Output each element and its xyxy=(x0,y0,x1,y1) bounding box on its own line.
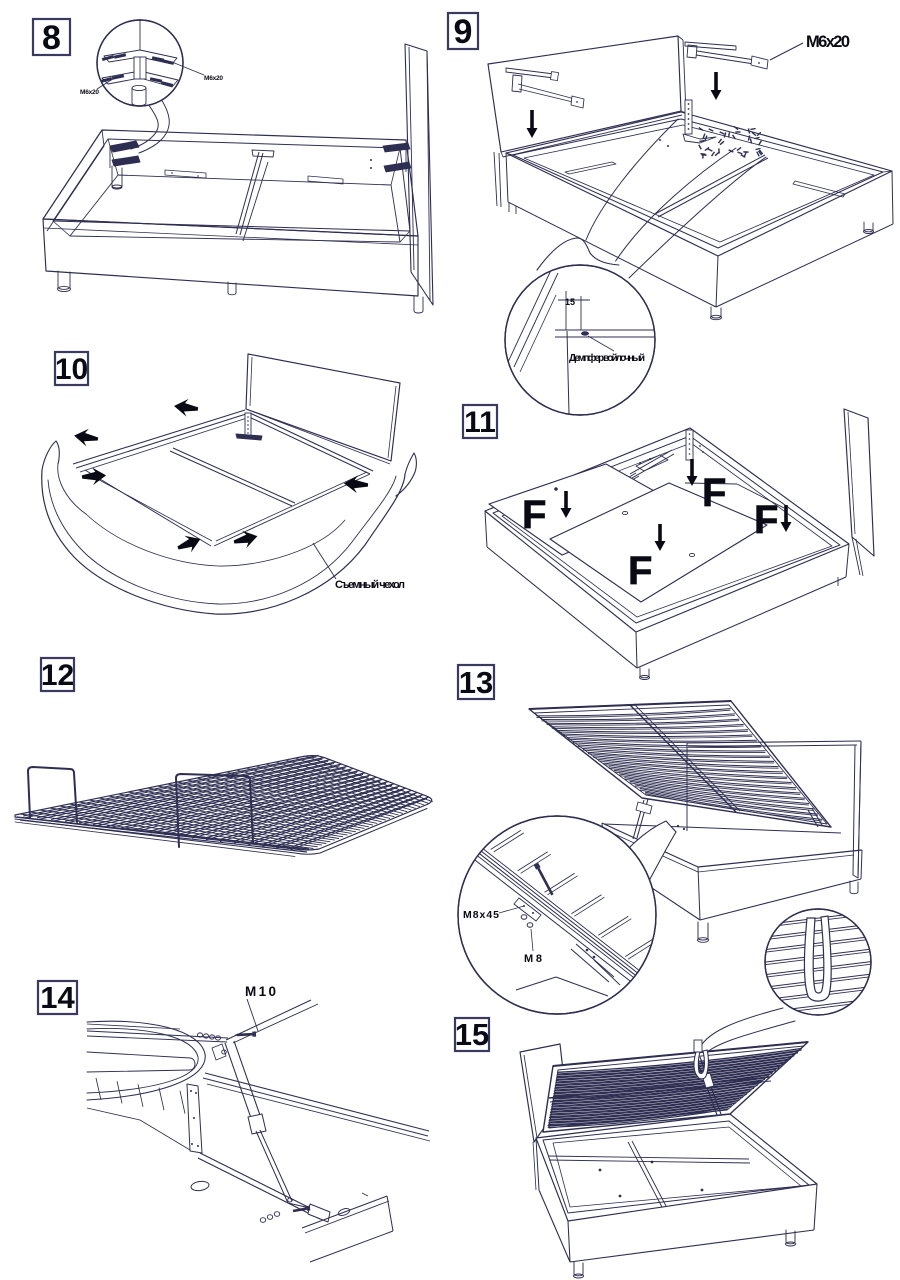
svg-text:8: 8 xyxy=(42,19,61,57)
svg-text:10: 10 xyxy=(55,353,88,386)
svg-text:F: F xyxy=(522,493,546,537)
svg-text:15: 15 xyxy=(455,1017,489,1052)
svg-text:F: F xyxy=(628,549,652,593)
svg-text:M6x20: M6x20 xyxy=(204,75,223,82)
svg-text:Демпфер войлочный: Демпфер войлочный xyxy=(569,352,645,364)
svg-text:M6x20: M6x20 xyxy=(806,33,850,51)
svg-text:M10: M10 xyxy=(245,984,276,999)
svg-text:14: 14 xyxy=(40,980,75,1015)
svg-text:F: F xyxy=(754,498,778,542)
svg-text:Съемный чехол: Съемный чехол xyxy=(335,579,405,591)
svg-text:M8: M8 xyxy=(524,953,542,965)
svg-text:F: F xyxy=(702,471,726,515)
svg-text:12: 12 xyxy=(41,659,74,692)
svg-text:11: 11 xyxy=(464,406,496,439)
svg-text:9: 9 xyxy=(454,13,473,51)
svg-text:M8x45: M8x45 xyxy=(463,909,499,921)
svg-text:M6x20: M6x20 xyxy=(80,89,99,96)
svg-text:13: 13 xyxy=(459,665,493,700)
svg-text:15: 15 xyxy=(565,297,575,307)
